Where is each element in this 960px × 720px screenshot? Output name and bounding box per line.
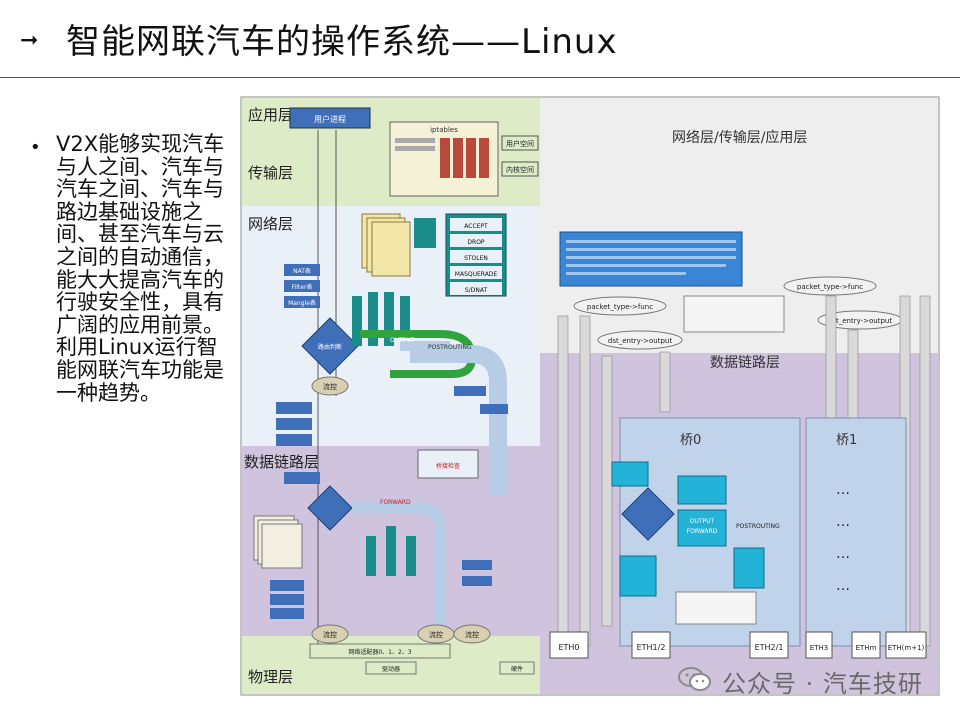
small-note-box — [683, 295, 785, 333]
bridge0-cyan-boxes — [611, 461, 765, 597]
watermark: 公众号 · 汽车技研 — [678, 662, 940, 698]
bullet-dot-icon: • — [30, 137, 41, 158]
bridge-decision-diamond — [307, 485, 353, 531]
svg-text:…: … — [836, 578, 850, 594]
nic-box — [309, 643, 451, 659]
iptables-chain-rows — [395, 138, 489, 178]
bridge0-decision-diamond — [621, 487, 675, 541]
hardware-box — [499, 661, 535, 675]
eth2-1-label: ETH2/1 — [755, 643, 784, 652]
driver-box — [365, 661, 417, 675]
user-process-box — [289, 107, 371, 129]
target-teal-box — [414, 218, 436, 248]
flow-control-label-1: 流控 — [323, 382, 337, 391]
routing-label: 路由判断 — [318, 343, 342, 351]
bridge1-container — [805, 417, 907, 647]
bridge-check-label: 桥接检查 — [436, 462, 460, 470]
right-label-link: 数据链路层 — [710, 355, 780, 371]
target-accept: ACCEPT — [464, 223, 488, 230]
user-process-label: 用户进程 — [314, 114, 346, 124]
link-filter-tag — [284, 472, 320, 484]
postrouting-label: POSTROUTING — [428, 344, 472, 351]
eth3-label: ETH3 — [810, 644, 828, 652]
target-stack — [361, 213, 411, 277]
layer-label-physical: 物理层 — [248, 668, 293, 686]
title-bar: ➞ 智能网联汽车的操作系统——Linux — [0, 0, 960, 78]
flow-control-label-2: 流控 — [323, 630, 337, 639]
page-title: 智能网联汽车的操作系统——Linux — [66, 22, 618, 62]
bridge0-note-box — [675, 591, 757, 625]
right-label-upper: 网络层/传输层/应用层 — [672, 129, 807, 146]
kernel-space-label: 内核空间 — [506, 165, 534, 174]
link-table-tags — [270, 560, 492, 619]
nat-table-label: NAT表 — [293, 267, 311, 275]
link-chain-bars — [366, 526, 416, 576]
linux-network-stack-diagram: 应用层 传输层 网络层 数据链路层 物理层 网络层/传输层/应用层 数据链路层 … — [240, 96, 940, 696]
title-divider — [0, 77, 960, 78]
network-chain-bars — [352, 292, 410, 346]
wechat-icon — [678, 667, 711, 691]
user-space-label: 用户空间 — [506, 139, 534, 148]
target-stolen: STOLEN — [464, 255, 488, 262]
iptables-label: iptables — [430, 126, 458, 134]
ethm1-label: ETH(m+1) — [888, 644, 925, 652]
packet-type-oval — [573, 296, 667, 316]
filter-table-label: Filter表 — [292, 283, 313, 291]
flow-control-oval-1 — [311, 376, 349, 396]
postrouting-route — [410, 345, 507, 496]
br-forward-label: FORWARD — [380, 499, 411, 506]
svg-text:…: … — [836, 546, 850, 562]
packet-type-label: packet_type->func — [587, 303, 653, 311]
user-space-tag — [501, 135, 539, 151]
flow-control-label-4: 流控 — [465, 630, 479, 639]
hardware-label: 硬件 — [511, 665, 523, 673]
driver-label: 驱动器 — [382, 666, 400, 673]
bridge0-postrouting-label: POSTROUTING — [736, 523, 780, 530]
network-table-tags — [284, 264, 320, 308]
layer-label-transport: 传输层 — [248, 164, 293, 182]
flow-control-label-3: 流控 — [429, 630, 443, 639]
arrow-right-icon: ➞ — [20, 28, 39, 53]
kernel-space-tag — [501, 161, 539, 177]
eth1-2-label: ETH1/2 — [637, 643, 666, 652]
eth-ports — [549, 631, 927, 659]
target-drop: DROP — [467, 239, 485, 246]
info-note-lines — [566, 240, 736, 275]
flow-control-oval-4 — [453, 624, 491, 644]
bridge0-label: 桥0 — [680, 433, 701, 448]
link-card-stack — [253, 515, 303, 569]
packet-type-oval-2 — [783, 276, 877, 296]
routing-diamond — [301, 317, 359, 375]
layer-label-link: 数据链路层 — [244, 453, 319, 471]
ethm-label: ETHm — [856, 644, 877, 652]
target-snat: S/DNAT — [465, 287, 488, 294]
output-label: OUTPUT — [390, 337, 415, 344]
eth0-label: ETH0 — [558, 643, 579, 652]
nic-label: 网络适配器0、1、2、3 — [348, 648, 411, 656]
target-actions — [445, 213, 507, 297]
dst-entry-label-2: dst_entry->output — [828, 317, 892, 325]
svg-text:…: … — [836, 514, 850, 530]
br-forward-route — [352, 502, 446, 636]
bridge-check-box — [417, 449, 479, 479]
bridge0-output-label: OUTPUT — [690, 518, 715, 525]
watermark-text: 公众号 · 汽车技研 — [722, 670, 923, 698]
layer-label-app: 应用层 — [248, 106, 293, 124]
mangle-table-label: Mangle表 — [288, 299, 316, 307]
bullet-text: V2X能够实现汽车与人之间、汽车与汽车之间、汽车与路边基础设施之间、甚至汽车与云… — [56, 132, 225, 405]
bridge1-ellipses: … … … … — [836, 482, 850, 594]
svg-text:…: … — [836, 482, 850, 498]
bridge0-forward-label: FORWARD — [687, 528, 718, 535]
target-masquerade: MASQUERADE — [455, 271, 498, 278]
mid-table-tags — [276, 386, 508, 446]
bridge1-label: 桥1 — [836, 433, 857, 448]
dst-entry-label: dst_entry->output — [608, 337, 672, 345]
dst-entry-oval — [597, 330, 683, 350]
packet-type-label-2: packet_type->func — [797, 283, 863, 291]
layer-label-network: 网络层 — [248, 215, 293, 233]
flow-control-oval-2 — [311, 624, 349, 644]
